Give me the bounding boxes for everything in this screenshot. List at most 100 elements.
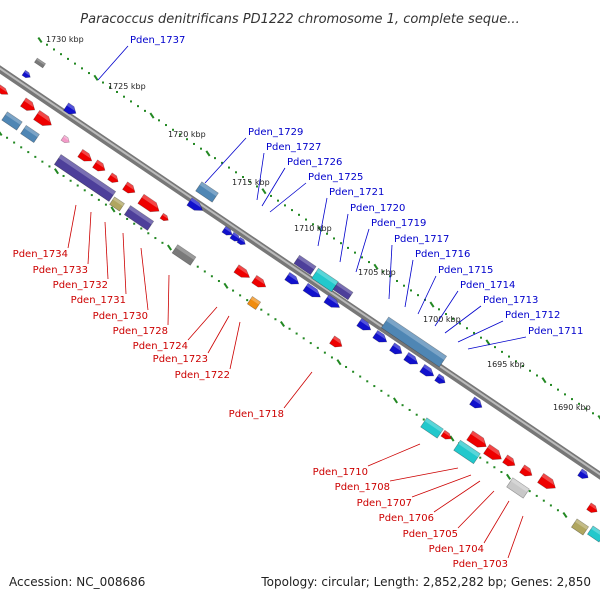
minor-tick — [373, 385, 376, 388]
reverse-leader-line — [167, 274, 170, 326]
major-tick — [166, 244, 173, 251]
minor-tick — [493, 466, 496, 469]
minor-tick — [298, 213, 300, 216]
minor-tick — [179, 133, 181, 136]
minor-tick — [459, 322, 461, 325]
minor-tick — [102, 81, 104, 84]
major-tick — [336, 359, 342, 366]
red-gene-block — [122, 181, 136, 194]
khaki-gene-block — [109, 196, 125, 212]
tick-marks — [0, 36, 600, 519]
minor-tick — [126, 217, 129, 220]
blue-gene-block — [389, 342, 403, 355]
major-tick — [279, 320, 286, 328]
red-gene-block — [502, 454, 516, 467]
minor-tick — [401, 404, 404, 407]
reverse-leader-line — [229, 321, 241, 370]
reverse-gene-label[interactable]: Pden_1724 — [133, 341, 188, 352]
reverse-leader-line — [140, 247, 149, 311]
forward-gene-label[interactable]: Pden_1717 — [394, 234, 449, 245]
minor-tick — [172, 128, 174, 131]
forward-gene-label[interactable]: Pden_1737 — [130, 35, 185, 46]
reverse-gene-label[interactable]: Pden_1730 — [93, 311, 148, 322]
minor-tick — [316, 346, 319, 349]
forward-leader-line — [417, 275, 437, 315]
forward-gene-label[interactable]: Pden_1727 — [266, 142, 321, 153]
minor-tick — [277, 199, 279, 202]
reverse-gene-label[interactable]: Pden_1710 — [313, 467, 368, 478]
forward-leader-line — [317, 197, 328, 247]
minor-tick — [158, 119, 160, 122]
reverse-gene-label[interactable]: Pden_1704 — [429, 544, 484, 555]
reverse-gene-label[interactable]: Pden_1734 — [13, 249, 68, 260]
minor-tick — [48, 165, 51, 168]
minor-tick — [473, 331, 475, 334]
minor-tick — [535, 494, 538, 497]
minor-tick — [235, 171, 237, 174]
forward-gene-label[interactable]: Pden_1713 — [483, 295, 538, 306]
major-tick — [449, 435, 455, 442]
blue-gene-block — [403, 351, 419, 365]
reverse-gene-label[interactable]: Pden_1728 — [113, 326, 168, 337]
reverse-gene-label[interactable]: Pden_1705 — [403, 529, 458, 540]
forward-gene-label[interactable]: Pden_1720 — [350, 203, 405, 214]
forward-gene-label[interactable]: Pden_1711 — [528, 326, 583, 337]
reverse-leader-line — [457, 490, 495, 529]
reverse-gene-label[interactable]: Pden_1732 — [53, 280, 108, 291]
forward-gene-label[interactable]: Pden_1726 — [287, 157, 342, 168]
minor-tick — [228, 166, 230, 169]
minor-tick — [217, 280, 220, 283]
steel-gene-block — [380, 316, 448, 368]
forward-gene-label[interactable]: Pden_1712 — [505, 310, 560, 321]
minor-tick — [557, 388, 559, 391]
forward-leader-line — [444, 305, 482, 334]
minor-tick — [387, 394, 390, 397]
minor-tick — [340, 242, 342, 245]
minor-tick — [361, 256, 363, 259]
forward-leader-line — [97, 45, 129, 81]
minor-tick — [368, 261, 370, 264]
silver-gene-block — [506, 477, 530, 499]
minor-tick — [109, 86, 111, 89]
forward-gene-label[interactable]: Pden_1729 — [248, 127, 303, 138]
minor-tick — [76, 184, 79, 187]
reverse-gene-label[interactable]: Pden_1731 — [71, 295, 126, 306]
major-tick — [485, 339, 491, 346]
forward-gene-label[interactable]: Pden_1714 — [460, 280, 515, 291]
red-gene-block — [586, 502, 598, 513]
reverse-gene-label[interactable]: Pden_1703 — [453, 559, 508, 570]
forward-gene-label[interactable]: Pden_1716 — [415, 249, 470, 260]
minor-tick — [210, 275, 213, 278]
reverse-gene-label[interactable]: Pden_1722 — [175, 370, 230, 381]
reverse-gene-label[interactable]: Pden_1733 — [33, 265, 88, 276]
indigo-gene-block — [53, 154, 117, 202]
reverse-gene-label[interactable]: Pden_1723 — [153, 354, 208, 365]
minor-tick — [417, 294, 419, 297]
blue-gene-block — [302, 282, 321, 298]
forward-leader-line — [261, 167, 286, 207]
forward-gene-label[interactable]: Pden_1715 — [438, 265, 493, 276]
minor-tick — [309, 342, 312, 345]
minor-tick — [564, 393, 566, 396]
gray-gene-block — [34, 57, 46, 69]
reverse-gene-label[interactable]: Pden_1707 — [357, 498, 412, 509]
reverse-leader-line — [104, 221, 109, 280]
forward-gene-label[interactable]: Pden_1719 — [371, 218, 426, 229]
forward-gene-label[interactable]: Pden_1725 — [308, 172, 363, 183]
gene-features — [0, 57, 600, 543]
minor-tick — [288, 327, 291, 330]
indigo-gene-block — [293, 254, 317, 276]
major-tick — [223, 282, 229, 289]
forward-gene-labels: Pden_1737Pden_1729Pden_1727Pden_1726Pden… — [130, 35, 583, 337]
red-gene-block — [251, 274, 267, 288]
minor-tick — [214, 157, 216, 160]
minor-tick — [161, 241, 164, 244]
reverse-gene-label[interactable]: Pden_1706 — [379, 513, 434, 524]
reverse-gene-label[interactable]: Pden_1718 — [229, 409, 284, 420]
reverse-gene-label[interactable]: Pden_1708 — [335, 482, 390, 493]
minor-tick — [486, 461, 489, 464]
minor-tick — [291, 209, 293, 212]
forward-gene-label[interactable]: Pden_1721 — [329, 187, 384, 198]
